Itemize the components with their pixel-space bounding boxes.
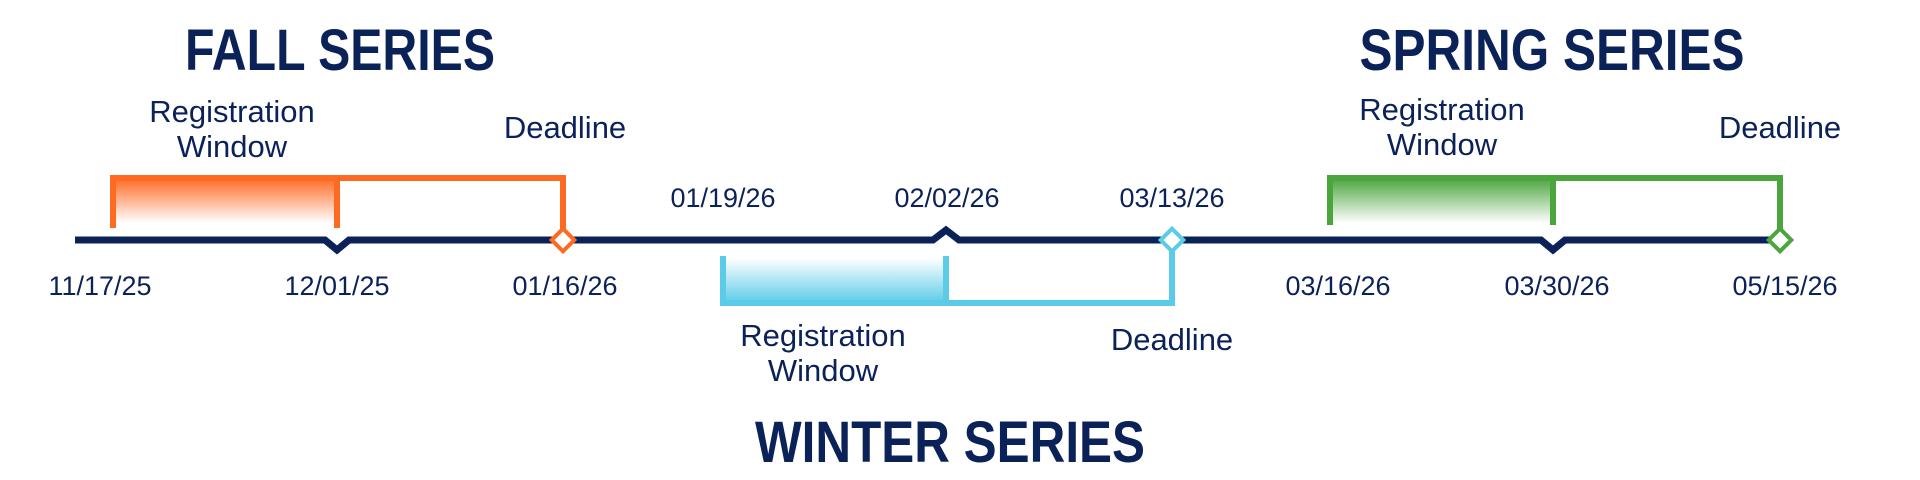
fall-date-start: 11/17/25 (48, 271, 151, 301)
timeline-line (75, 225, 1780, 255)
spring-deadline-label: Deadline (1719, 110, 1841, 145)
fall-registration-label: Registration (149, 94, 314, 129)
winter-series: 01/19/26 02/02/26 03/13/26 Registration … (670, 183, 1233, 475)
fall-date-registration-end: 12/01/25 (284, 271, 389, 301)
spring-registration-window-fill (1330, 178, 1553, 223)
fall-registration-label-2: Window (177, 129, 288, 164)
spring-date-deadline: 05/15/26 (1732, 271, 1837, 301)
winter-date-start: 01/19/26 (670, 183, 775, 213)
winter-registration-window-fill (723, 258, 946, 303)
winter-registration-label-2: Window (768, 353, 879, 388)
fall-series-title: FALL SERIES (185, 18, 495, 83)
fall-series: FALL SERIES Registration Window Deadline… (48, 18, 626, 301)
winter-date-deadline: 03/13/26 (1119, 183, 1224, 213)
spring-deadline-diamond-icon (1765, 225, 1795, 255)
fall-registration-window-fill (113, 178, 337, 223)
spring-date-registration-end: 03/30/26 (1504, 271, 1609, 301)
fall-date-deadline: 01/16/26 (512, 271, 617, 301)
winter-deadline-diamond-icon (1157, 225, 1187, 255)
winter-deadline-label: Deadline (1111, 322, 1233, 357)
spring-registration-label: Registration (1359, 92, 1524, 127)
winter-series-title: WINTER SERIES (755, 410, 1145, 475)
spring-series-title: SPRING SERIES (1360, 18, 1745, 83)
fall-deadline-diamond-icon (548, 225, 578, 255)
winter-date-registration-end: 02/02/26 (894, 183, 999, 213)
spring-date-start: 03/16/26 (1285, 271, 1390, 301)
spring-registration-label-2: Window (1387, 127, 1498, 162)
spring-series: SPRING SERIES Registration Window Deadli… (1285, 18, 1841, 301)
winter-registration-label: Registration (740, 318, 905, 353)
fall-deadline-label: Deadline (504, 110, 626, 145)
